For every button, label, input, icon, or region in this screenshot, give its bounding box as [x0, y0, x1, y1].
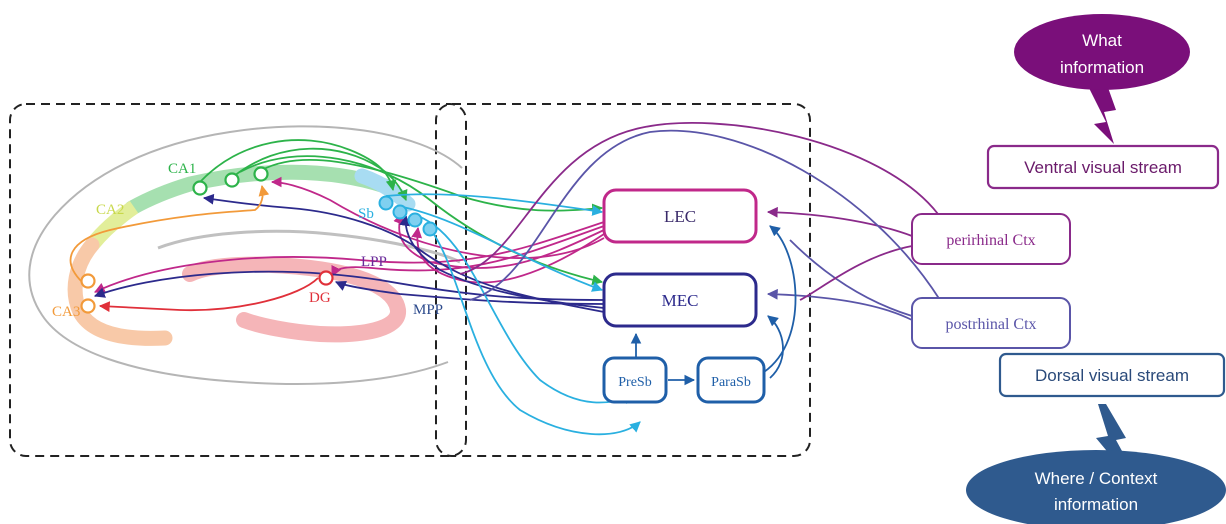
ca1-label: CA1 — [168, 161, 196, 177]
dg-to-ca3-path — [98, 277, 319, 313]
where-information-callout: Where / Context information — [966, 404, 1226, 524]
parasb-label: ParaSb — [711, 375, 751, 390]
what-line1: What — [1082, 31, 1122, 50]
dorsal-stream-label: Dorsal visual stream — [1035, 366, 1189, 385]
ca3-cells — [80, 273, 96, 314]
ca3-band — [67, 237, 173, 346]
postrhinal-node: postrhinal Ctx — [911, 297, 1071, 349]
parasb-to-mec-path — [767, 315, 784, 379]
mec-node: MEC — [602, 272, 758, 328]
what-lightning-tail — [1086, 82, 1116, 144]
where-line1: Where / Context — [1035, 469, 1158, 488]
ca3-to-ca1-path — [69, 184, 270, 283]
postrhinal-hippocampus-arch — [469, 129, 941, 301]
what-line2: information — [1060, 58, 1144, 77]
ventral-stream-label: Ventral visual stream — [1024, 158, 1182, 177]
dg-cell — [318, 270, 334, 286]
ca3-label: CA3 — [52, 304, 80, 320]
dg-band — [182, 256, 406, 343]
perirhinal-to-lec-path — [766, 206, 913, 237]
mpp-label: MPP — [413, 302, 443, 318]
presb-label: PreSb — [618, 375, 651, 390]
ca1-cells — [192, 166, 269, 196]
what-information-callout: What information — [1014, 14, 1190, 144]
ca2-label: CA2 — [96, 202, 124, 218]
sb-cells — [378, 195, 438, 237]
sb-output-paths — [385, 193, 641, 436]
perirhinal-hippocampus-arch — [459, 122, 939, 275]
where-lightning-tail — [1096, 404, 1128, 462]
dentate-inner-outline — [157, 229, 461, 264]
parasb-to-lec-path — [763, 225, 797, 373]
mec-to-hippocampus-paths — [93, 193, 605, 313]
postrhinal-to-mec-path — [766, 288, 913, 321]
presb-node: PreSb — [602, 356, 668, 404]
sb-label: Sb — [358, 206, 374, 222]
postrhinal-to-lec-path — [789, 239, 913, 317]
hippocampus-outline — [28, 125, 463, 385]
postrhinal-label: postrhinal Ctx — [945, 316, 1036, 333]
perirhinal-to-mec-path — [799, 245, 913, 301]
hippocampus-dashed-box — [9, 103, 467, 457]
perirhinal-label: perirhinal Ctx — [946, 232, 1035, 249]
parahippocampal-dashed-box — [435, 103, 811, 457]
lec-node: LEC — [602, 188, 758, 244]
dorsal-stream-box: Dorsal visual stream — [998, 352, 1226, 398]
dg-label: DG — [309, 290, 331, 306]
ventral-stream-box: Ventral visual stream — [986, 144, 1220, 190]
lec-label: LEC — [664, 207, 696, 226]
parasb-node: ParaSb — [696, 356, 766, 404]
mec-label: MEC — [662, 291, 699, 310]
perirhinal-node: perirhinal Ctx — [911, 213, 1071, 265]
where-line2: information — [1054, 495, 1138, 514]
lpp-label: LPP — [361, 254, 387, 270]
